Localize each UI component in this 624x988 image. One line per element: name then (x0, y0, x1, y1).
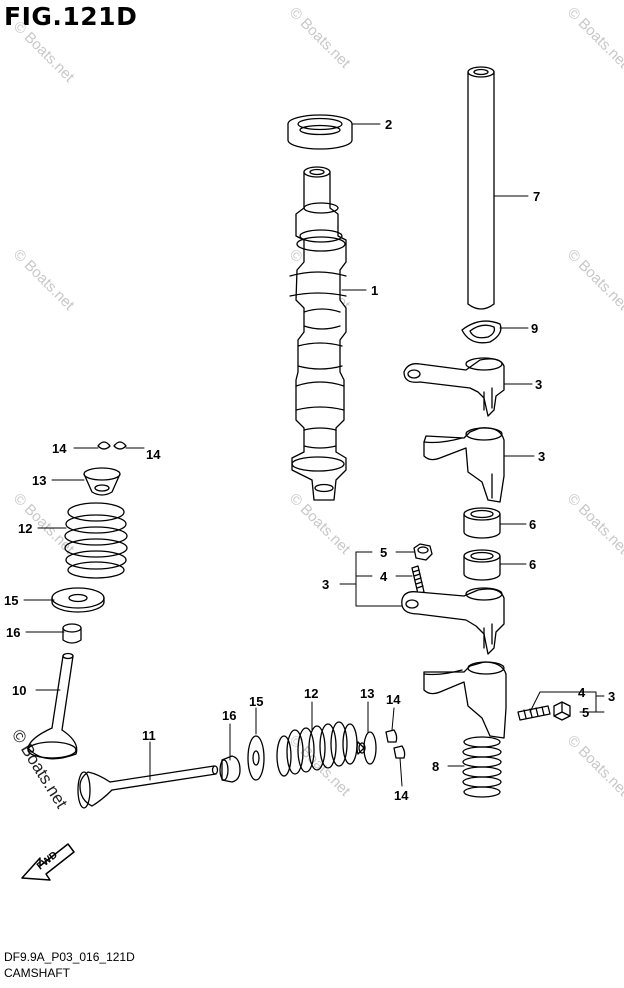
valve-spring-bottom (276, 721, 358, 777)
valve-left (27, 652, 78, 760)
valve-exhaust (77, 765, 219, 809)
rocker-spring (462, 736, 502, 798)
spring-seat-bottom (247, 735, 265, 781)
spacer-lower-part (463, 549, 501, 581)
drawing-code: DF9.9A_P03_016_121D (4, 950, 135, 964)
callout-3: 3 (608, 689, 615, 704)
callout-14: 14 (394, 788, 409, 803)
callout-3: 3 (538, 449, 545, 464)
callout-1: 1 (371, 283, 378, 298)
leader-lines (23, 123, 605, 787)
callout-15: 15 (249, 694, 263, 709)
callout-14: 14 (52, 441, 67, 456)
callout-8: 8 (432, 759, 439, 774)
rocker-arm-middle (401, 587, 505, 655)
spring-retainer-bottom (356, 731, 377, 765)
callout-6: 6 (529, 557, 536, 572)
callout-4: 4 (380, 569, 388, 584)
callout-9: 9 (531, 321, 538, 336)
callout-16: 16 (6, 625, 20, 640)
callout-11: 11 (142, 728, 156, 743)
callout-5: 5 (582, 705, 589, 720)
spacer-upper-part (463, 507, 501, 539)
callout-3: 3 (535, 377, 542, 392)
callout-13: 13 (32, 473, 46, 488)
adjust-screw-lower (517, 705, 551, 721)
callout-14: 14 (386, 692, 401, 707)
rocker-arm-upper-2 (423, 427, 505, 503)
lock-nut-lower (553, 701, 571, 721)
rocker-arm-lower (423, 661, 507, 739)
callout-10: 10 (12, 683, 26, 698)
adjust-screw-upper (411, 565, 425, 595)
pushrod-part (467, 66, 495, 310)
callout-2: 2 (385, 117, 392, 132)
callout-12: 12 (304, 686, 318, 701)
lock-nut-upper (413, 543, 433, 561)
callout-14: 14 (146, 447, 161, 462)
valve-spring-left (64, 502, 128, 579)
valve-stem-seal-bottom (219, 755, 241, 783)
callout-12: 12 (18, 521, 32, 536)
valve-stem-seal-left (62, 623, 82, 644)
callout-6: 6 (529, 517, 536, 532)
lens-washer-part (461, 320, 502, 344)
section-name: CAMSHAFT (4, 966, 70, 980)
spring-seat-left (51, 587, 105, 613)
valve-cotter-bottom (385, 729, 406, 759)
forward-direction-arrow (21, 843, 75, 881)
callout-15: 15 (4, 593, 18, 608)
callout-13: 13 (360, 686, 374, 701)
callout-3: 3 (322, 577, 329, 592)
figure-title: FIG.121D (4, 2, 138, 31)
callout-5: 5 (380, 545, 387, 560)
valve-cotter-left (97, 441, 127, 450)
camshaft-part (289, 166, 347, 501)
callout-4: 4 (578, 685, 586, 700)
oil-seal-part (287, 114, 353, 150)
rocker-arm-upper-1 (403, 357, 505, 417)
callout-7: 7 (533, 189, 540, 204)
callout-16: 16 (222, 708, 236, 723)
spring-retainer-left (83, 467, 121, 496)
